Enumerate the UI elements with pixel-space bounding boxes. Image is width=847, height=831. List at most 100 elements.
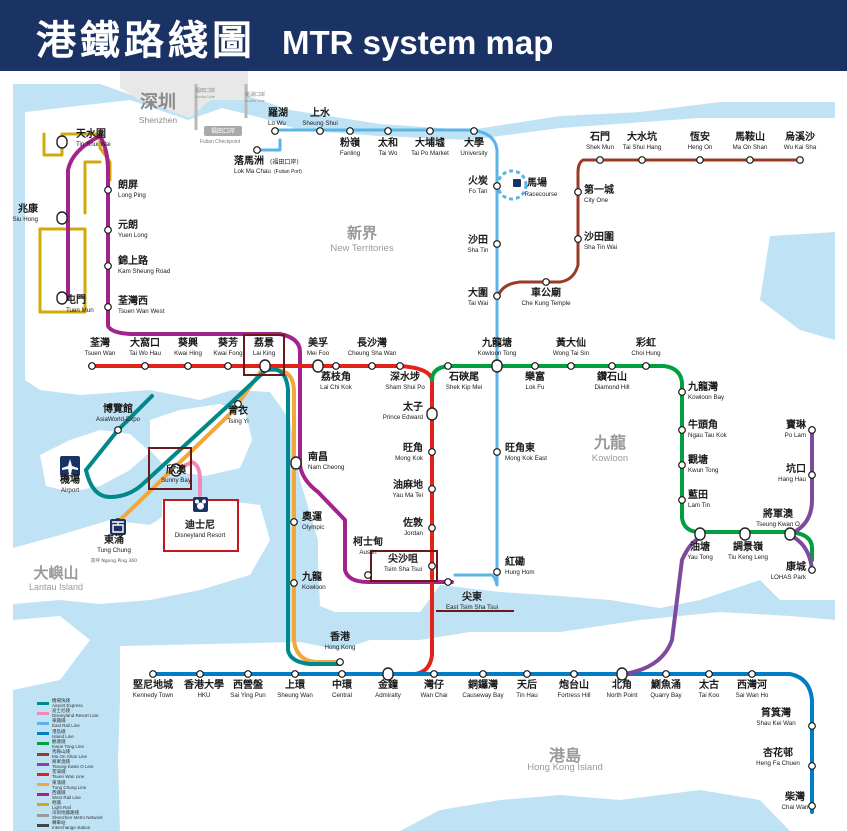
station-name-zh-admiralty[interactable]: 金鐘 (377, 678, 398, 691)
station-marker-lai-chi-kok[interactable] (332, 362, 340, 370)
station-marker-sheung-shui[interactable] (316, 127, 324, 135)
station-marker-tai-wai[interactable] (493, 292, 501, 300)
station-marker-tai-shui-hang[interactable] (638, 156, 646, 164)
station-name-en-kennedy-town[interactable]: Kennedy Town (133, 692, 174, 699)
station-name-zh-tiu-keng-leng[interactable]: 調景嶺 (733, 540, 764, 553)
station-name-en-heng-fa-chuen[interactable]: Heng Fa Chuen (756, 760, 800, 767)
interchange-marker-tuen-mun[interactable] (56, 291, 68, 305)
station-name-zh-tai-wo[interactable]: 太和 (377, 136, 398, 149)
station-name-en-fanling[interactable]: Fanling (340, 150, 361, 157)
station-name-zh-tung-chung[interactable]: 東涌 (104, 533, 124, 546)
station-name-en-tin-hau[interactable]: Tin Hau (516, 692, 538, 699)
station-name-zh-siu-hong[interactable]: 兆康 (18, 202, 39, 215)
station-marker-tsuen-wan[interactable] (88, 362, 96, 370)
station-name-zh-tai-shui-hang[interactable]: 大水坑 (627, 130, 657, 143)
station-marker-tai-po-market[interactable] (426, 127, 434, 135)
station-marker-kwun-tong[interactable] (678, 461, 686, 469)
station-name-en-tai-po-market[interactable]: Tai Po Market (411, 150, 449, 157)
station-name-en-diamond-hill[interactable]: Diamond Hill (594, 384, 629, 391)
interchange-marker-lai-king[interactable] (259, 359, 271, 373)
station-name-en-wu-kai-sha[interactable]: Wu Kai Sha (784, 144, 817, 151)
station-marker-shau-kei-wan[interactable] (808, 722, 816, 730)
station-name-en-tsuen-wan[interactable]: Tsuen Wan (85, 350, 116, 357)
interchange-marker-north-point[interactable] (616, 667, 628, 681)
station-name-zh-lok-ma-chau[interactable]: 落馬洲 (234, 154, 264, 167)
station-name-zh-tsim-sha-tsui[interactable]: 尖沙咀 (388, 552, 418, 565)
station-marker-shek-mun[interactable] (596, 156, 604, 164)
station-name-en-sha-tin[interactable]: Sha Tin (468, 247, 490, 254)
station-name-zh-shek-kip-mei[interactable]: 石硤尾 (448, 370, 479, 383)
station-marker-kowloon-bay[interactable] (678, 388, 686, 396)
station-name-zh-prince-edward[interactable]: 太子 (402, 400, 423, 413)
station-name-zh-sunny-bay[interactable]: 欣澳 (166, 463, 187, 476)
station-marker-olympic[interactable] (290, 518, 298, 526)
station-marker-tai-wo-hau[interactable] (141, 362, 149, 370)
interchange-marker-nam-cheong[interactable] (290, 456, 302, 470)
station-marker-diamond-hill[interactable] (608, 362, 616, 370)
interchange-marker-sunny-bay[interactable] (170, 463, 182, 477)
station-name-en-hong-kong[interactable]: Hong Kong (325, 644, 357, 651)
station-name-en-yau-tong[interactable]: Yau Tong (687, 554, 713, 561)
station-marker-lam-tin[interactable] (678, 496, 686, 504)
station-name-zh-wan-chai[interactable]: 灣仔 (424, 678, 444, 691)
station-name-zh-hku[interactable]: 香港大學 (184, 678, 224, 691)
station-name-zh-sai-ying-pun[interactable]: 西營盤 (233, 678, 264, 691)
station-marker-tai-wo[interactable] (384, 127, 392, 135)
station-name-en-kwai-hing[interactable]: Kwai Hing (174, 350, 202, 357)
station-marker-choi-hung[interactable] (642, 362, 650, 370)
station-name-en-east-tsim-sha-tsui[interactable]: East Tsim Sha Tsui (446, 604, 498, 611)
station-name-zh-tsuen-wan-west[interactable]: 荃灣西 (118, 294, 148, 307)
station-name-zh-sheung-wan[interactable]: 上環 (285, 678, 306, 691)
station-marker-hung-hom[interactable] (493, 568, 501, 576)
station-name-en-siu-hong[interactable]: Siu Hong (13, 216, 39, 223)
station-marker-kennedy-town[interactable] (149, 670, 157, 678)
station-name-zh-central[interactable]: 中環 (332, 678, 353, 691)
station-name-zh-cheung-sha-wan[interactable]: 長沙灣 (357, 336, 387, 349)
station-marker-yuen-long[interactable] (104, 226, 112, 234)
station-marker-shek-kip-mei[interactable] (444, 362, 452, 370)
station-name-zh-nam-cheong[interactable]: 南昌 (308, 450, 328, 463)
station-name-en-hang-hau[interactable]: Hang Hau (778, 476, 806, 483)
station-name-en-kowloon[interactable]: Kowloon (302, 584, 326, 591)
station-name-zh-tai-wo-hau[interactable]: 大窩口 (130, 336, 160, 349)
station-name-en-sai-ying-pun[interactable]: Sai Ying Pun (230, 692, 266, 699)
station-name-en-long-ping[interactable]: Long Ping (118, 192, 146, 199)
station-name-en-tai-wo-hau[interactable]: Tai Wo Hau (129, 350, 161, 357)
station-name-zh-lai-chi-kok[interactable]: 荔枝角 (320, 370, 351, 383)
station-marker-lo-wu[interactable] (271, 127, 279, 135)
station-name-zh-mei-foo[interactable]: 美孚 (308, 336, 328, 349)
station-marker-po-lam[interactable] (808, 426, 816, 434)
station-marker-fortress-hill[interactable] (570, 670, 578, 678)
station-name-zh-kowloon-tong[interactable]: 九龍塘 (481, 336, 512, 349)
station-name-zh-hong-kong[interactable]: 香港 (330, 630, 351, 643)
station-name-en-sai-wan-ho[interactable]: Sai Wan Ho (736, 692, 769, 699)
station-name-zh-fo-tan[interactable]: 火炭 (468, 174, 488, 187)
station-name-zh-yau-tong[interactable]: 油塘 (690, 540, 710, 553)
station-name-zh-jordan[interactable]: 佐敦 (402, 516, 424, 529)
station-name-zh-sha-tin[interactable]: 沙田 (468, 234, 488, 246)
station-marker-cheung-sha-wan[interactable] (368, 362, 376, 370)
station-name-zh-long-ping[interactable]: 朗屏 (118, 178, 138, 191)
station-marker-tsim-sha-tsui[interactable] (428, 562, 436, 570)
station-marker-causeway-bay[interactable] (479, 670, 487, 678)
station-name-en-shek-kip-mei[interactable]: Shek Kip Mei (446, 384, 482, 391)
station-name-zh-choi-hung[interactable]: 彩虹 (635, 336, 656, 349)
station-marker-long-ping[interactable] (104, 186, 112, 194)
station-name-zh-po-lam[interactable]: 寶琳 (786, 418, 807, 431)
station-name-en-wong-tai-sin[interactable]: Wong Tai Sin (553, 350, 590, 357)
station-name-en-university[interactable]: University (460, 150, 488, 157)
station-name-en-hku[interactable]: HKU (197, 692, 210, 699)
station-name-en-central[interactable]: Central (332, 692, 352, 699)
station-name-en-tuen-mun[interactable]: Tuen Mun (66, 307, 94, 314)
station-name-zh-tin-shui-wai[interactable]: 天水圍 (76, 127, 106, 140)
station-marker-quarry-bay[interactable] (662, 670, 670, 678)
station-name-zh-ma-on-shan[interactable]: 馬鞍山 (735, 130, 765, 143)
station-name-zh-kwai-hing[interactable]: 葵興 (178, 336, 198, 349)
interchange-marker-admiralty[interactable] (382, 667, 394, 681)
station-name-en-sha-tin-wai[interactable]: Sha Tin Wai (584, 244, 617, 251)
station-marker-chai-wan[interactable] (808, 802, 816, 810)
station-name-zh-sheung-shui[interactable]: 上水 (310, 106, 331, 119)
station-name-en-quarry-bay[interactable]: Quarry Bay (650, 692, 682, 699)
station-marker-fanling[interactable] (346, 127, 354, 135)
station-marker-hong-kong[interactable] (336, 658, 344, 666)
